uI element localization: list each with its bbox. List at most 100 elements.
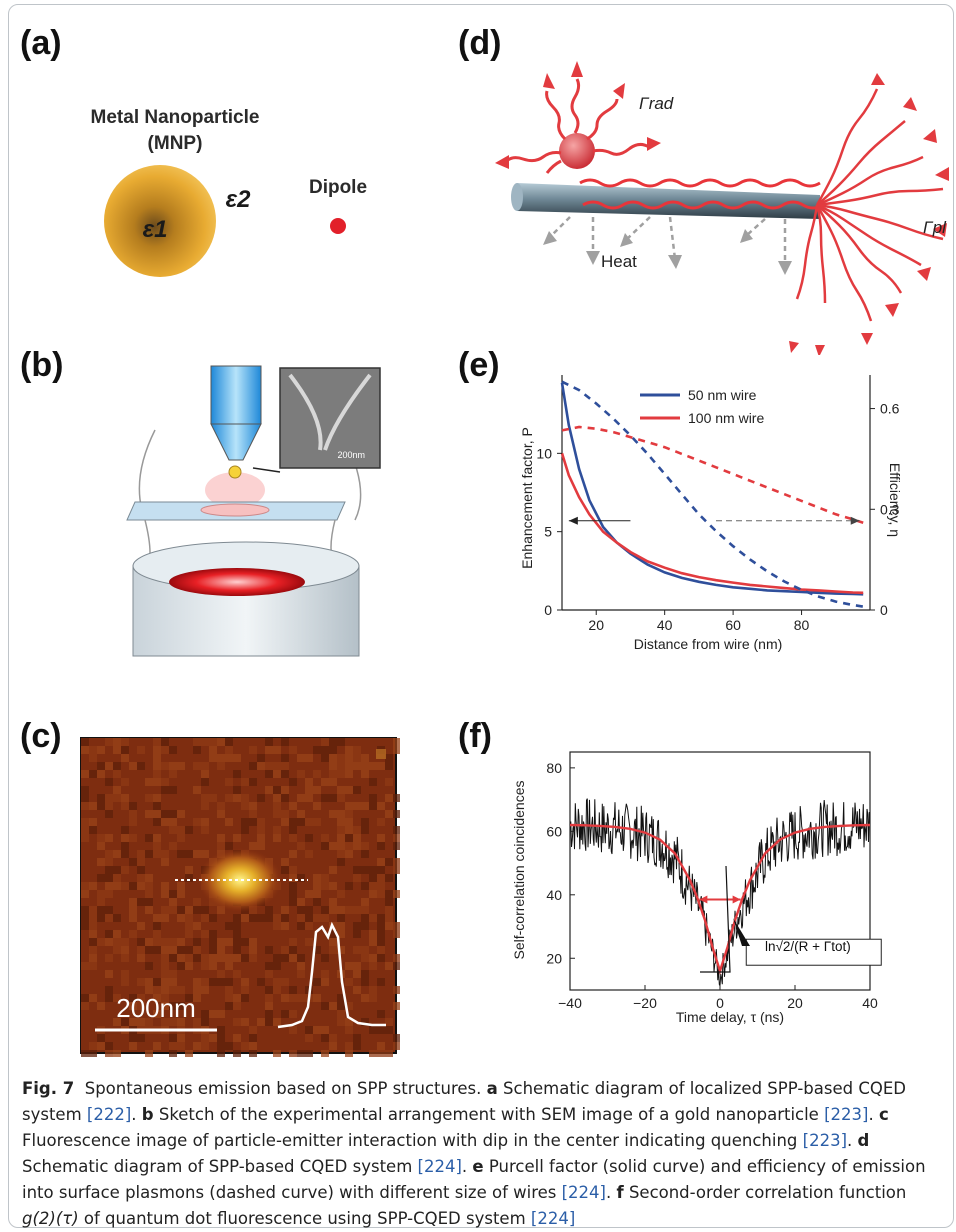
noise-pixel [161,978,169,986]
noise-pixel [89,1050,97,1057]
f-xtick-label: 40 [862,995,878,1011]
noise-pixel [393,1002,400,1010]
noise-pixel [153,754,161,762]
noise-pixel [161,882,169,890]
noise-pixel [233,954,241,962]
noise-pixel [353,746,361,754]
e-xtick-label: 80 [794,617,810,633]
f-fwhm-arrow-right [732,895,741,904]
caption-a-ref[interactable]: [222] [86,1105,132,1124]
noise-pixel [81,786,89,794]
caption-f-ref[interactable]: [224] [530,1209,576,1228]
noise-pixel [385,762,393,770]
noise-pixel [161,906,169,914]
noise-pixel [185,954,193,962]
noise-pixel [281,946,289,954]
noise-pixel [153,1042,161,1050]
noise-pixel [81,906,89,914]
e-y2tick-label: 0 [880,602,888,618]
noise-pixel [257,762,265,770]
legend-50nm: 50 nm wire [688,387,757,403]
e-axes [561,375,871,611]
noise-pixel [105,866,113,874]
noise-pixel [289,874,297,882]
noise-pixel [105,794,113,802]
noise-pixel [345,826,353,834]
noise-pixel [377,1042,385,1050]
noise-pixel [393,826,400,834]
silver-nanowire [517,183,820,219]
noise-pixel [377,1050,385,1057]
annotation-leader [700,865,731,973]
noise-pixel [385,890,393,898]
noise-pixel [353,786,361,794]
noise-pixel [161,738,169,746]
noise-pixel [105,810,113,818]
noise-pixel [105,970,113,978]
noise-pixel [201,930,209,938]
quantum-dot-sphere [559,133,595,169]
noise-pixel [233,1002,241,1010]
e-series-0 [560,382,864,596]
noise-pixel [297,810,305,818]
caption-b-ref[interactable]: [223] [824,1105,869,1124]
heat-arrowheads [543,229,792,275]
caption-e-ref[interactable]: [224] [561,1183,606,1202]
e-series-1 [560,452,864,595]
noise-pixel [249,762,257,770]
noise-pixel [169,986,177,994]
noise-pixel [281,786,289,794]
noise-pixel [241,914,249,922]
noise-pixel [193,746,201,754]
caption-d-ref[interactable]: [224] [417,1157,462,1176]
caption-c-ref[interactable]: [223] [802,1131,848,1150]
noise-pixel [169,810,177,818]
noise-pixel [233,834,241,842]
noise-pixel [201,818,209,826]
noise-pixel [393,794,400,802]
noise-pixel [385,1050,393,1057]
noise-pixel [209,962,217,970]
noise-pixel [377,1026,385,1034]
noise-pixel [113,794,121,802]
noise-pixel [233,794,241,802]
noise-pixel [169,1042,177,1050]
caption-a-label: a [486,1079,498,1098]
e-right-arrowhead [850,516,860,525]
noise-pixel [321,1034,329,1042]
caption-f-symbol: g(2)(τ) [22,1209,79,1228]
noise-pixel [361,826,369,834]
noise-pixel [297,994,305,1002]
noise-pixel [201,778,209,786]
noise-pixel [377,930,385,938]
noise-pixel [161,786,169,794]
noise-pixel [153,810,161,818]
noise-pixel [145,1050,153,1057]
noise-pixel [153,778,161,786]
noise-pixel [321,1050,329,1057]
noise-pixel [129,858,137,866]
noise-pixel [305,794,313,802]
noise-pixel [337,1002,345,1010]
noise-pixel [257,818,265,826]
noise-pixel [273,786,281,794]
noise-pixel [385,874,393,882]
noise-pixel [137,922,145,930]
noise-pixel [265,1018,273,1026]
noise-pixel [265,1002,273,1010]
noise-pixel [321,738,329,746]
noise-pixel [169,1050,177,1057]
noise-pixel [353,986,361,994]
noise-pixel [305,938,313,946]
noise-pixel [377,866,385,874]
noise-pixel [225,1042,233,1050]
noise-pixel [145,978,153,986]
noise-pixel [265,970,273,978]
noise-pixel [305,754,313,762]
noise-pixel [305,1034,313,1042]
noise-pixel [201,794,209,802]
noise-pixel [249,802,257,810]
noise-pixel [377,922,385,930]
noise-pixel [137,994,145,1002]
